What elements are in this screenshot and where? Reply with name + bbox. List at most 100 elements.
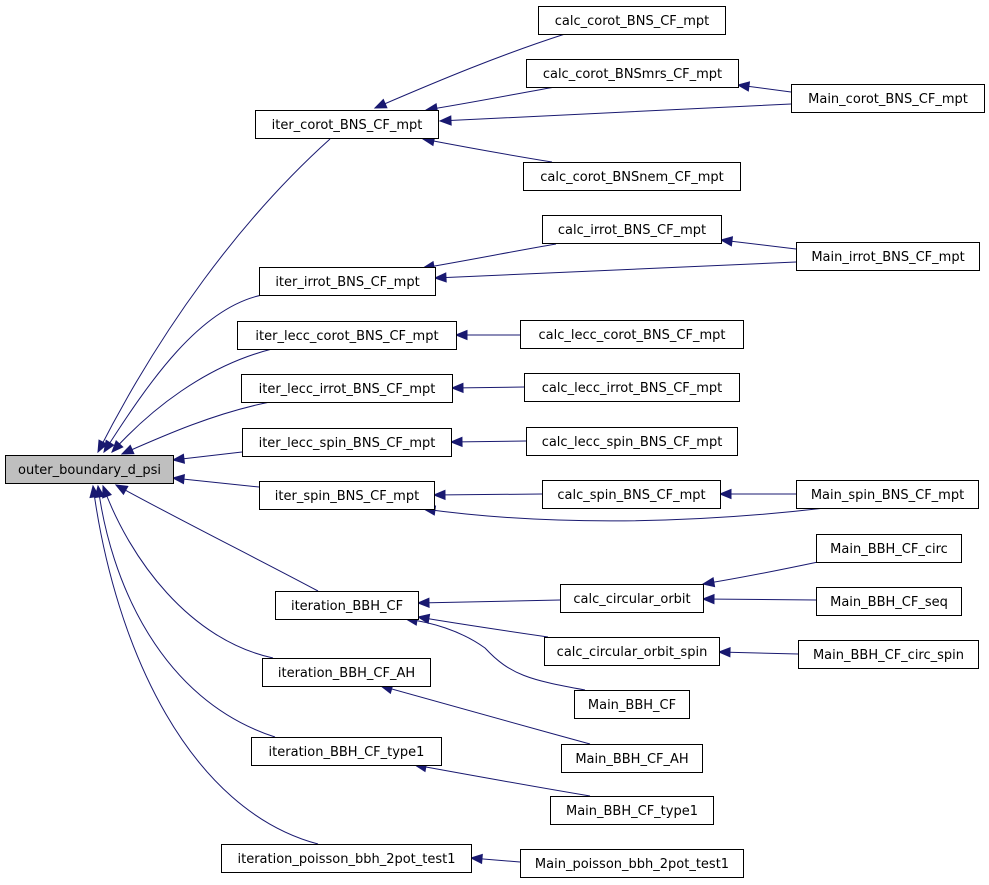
node-box[interactable]	[574, 690, 690, 719]
node-label: Main_BBH_CF	[588, 698, 676, 713]
node-box[interactable]	[798, 640, 979, 669]
node-box[interactable]	[816, 534, 962, 563]
node-box[interactable]	[538, 6, 726, 35]
node-box[interactable]	[242, 428, 452, 457]
node-Main_spin_BNS_CF_mpt[interactable]: Main_spin_BNS_CF_mpt	[796, 480, 979, 509]
edge-line	[374, 33, 566, 109]
node-iter_lecc_irrot_BNS_CF_mpt[interactable]: iter_lecc_irrot_BNS_CF_mpt	[241, 374, 453, 403]
node-label: iter_lecc_spin_BNS_CF_mpt	[259, 436, 436, 451]
node-iteration_BBH_CF[interactable]: iteration_BBH_CF	[275, 591, 419, 620]
node-iter_lecc_corot_BNS_CF_mpt[interactable]: iter_lecc_corot_BNS_CF_mpt	[237, 321, 457, 350]
node-box[interactable]	[520, 849, 744, 878]
node-box[interactable]	[275, 591, 419, 620]
node-box[interactable]	[544, 637, 720, 666]
node-box[interactable]	[255, 110, 439, 139]
node-label: calc_corot_BNSmrs_CF_mpt	[543, 67, 722, 82]
node-iter_irrot_BNS_CF_mpt[interactable]: iter_irrot_BNS_CF_mpt	[259, 267, 436, 296]
node-Main_BBH_CF[interactable]: Main_BBH_CF	[574, 690, 690, 719]
nodes-layer: outer_boundary_d_psi iter_corot_BNS_CF_mp…	[5, 6, 985, 878]
edge-line	[414, 764, 591, 797]
edge-Main_spin_BNS_CF_mpt-to-calc_spin_BNS_CF_mpt	[718, 488, 796, 500]
edge-line	[439, 103, 792, 122]
node-Main_BBH_CF_seq[interactable]: Main_BBH_CF_seq	[816, 587, 962, 616]
arrowhead-icon	[103, 439, 115, 454]
node-calc_corot_BNS_CF_mpt[interactable]: calc_corot_BNS_CF_mpt	[538, 6, 726, 35]
node-Main_BBH_CF_circ[interactable]: Main_BBH_CF_circ	[816, 534, 962, 563]
node-box[interactable]	[550, 796, 714, 825]
node-box[interactable]	[237, 321, 457, 350]
edge-Main_corot_BNS_CF_mpt-to-iter_corot_BNS_CF_mpt	[438, 103, 792, 126]
node-calc_circular_orbit[interactable]: calc_circular_orbit	[560, 584, 704, 613]
edge-line	[103, 294, 263, 453]
node-box[interactable]	[526, 59, 739, 88]
edge-calc_corot_BNS_CF_mpt-to-iter_corot_BNS_CF_mpt	[373, 33, 566, 109]
node-calc_lecc_spin_BNS_CF_mpt[interactable]: calc_lecc_spin_BNS_CF_mpt	[526, 427, 738, 456]
node-iter_lecc_spin_BNS_CF_mpt[interactable]: iter_lecc_spin_BNS_CF_mpt	[242, 428, 452, 457]
node-box[interactable]	[524, 373, 740, 402]
edge-calc_lecc_corot_BNS_CF_mpt-to-iter_lecc_corot_BNS_CF_mpt	[454, 329, 520, 341]
node-calc_corot_BNSnem_CF_mpt[interactable]: calc_corot_BNSnem_CF_mpt	[523, 162, 741, 191]
node-calc_circular_orbit_spin[interactable]: calc_circular_orbit_spin	[544, 637, 720, 666]
node-iteration_BBH_CF_AH[interactable]: iteration_BBH_CF_AH	[262, 658, 431, 687]
node-box[interactable]	[523, 162, 741, 191]
arrowhead-icon	[171, 473, 185, 485]
node-label: iter_spin_BNS_CF_mpt	[275, 489, 419, 504]
node-Main_BBH_CF_circ_spin[interactable]: Main_BBH_CF_circ_spin	[798, 640, 979, 669]
edge-calc_spin_BNS_CF_mpt-to-iter_spin_BNS_CF_mpt	[432, 489, 543, 501]
root-node-box[interactable]	[5, 455, 174, 484]
node-Main_BBH_CF_AH[interactable]: Main_BBH_CF_AH	[561, 744, 703, 773]
node-iter_spin_BNS_CF_mpt[interactable]: iter_spin_BNS_CF_mpt	[259, 481, 435, 510]
node-box[interactable]	[796, 480, 979, 509]
node-box[interactable]	[560, 584, 704, 613]
node-box[interactable]	[816, 587, 962, 616]
arrowhead-icon	[433, 272, 447, 283]
node-iteration_BBH_CF_type1[interactable]: iteration_BBH_CF_type1	[251, 737, 442, 766]
node-iteration_poisson_bbh_2pot_test1[interactable]: iteration_poisson_bbh_2pot_test1	[221, 844, 472, 873]
node-box[interactable]	[259, 481, 435, 510]
edge-Main_BBH_CF_circ-to-calc_circular_orbit	[701, 561, 819, 588]
node-label: Main_spin_BNS_CF_mpt	[811, 488, 964, 503]
node-box[interactable]	[520, 320, 744, 349]
node-box[interactable]	[259, 267, 436, 296]
node-label: calc_circular_orbit	[573, 592, 690, 607]
node-box[interactable]	[221, 844, 472, 873]
node-box[interactable]	[796, 242, 980, 271]
node-label: iteration_poisson_bbh_2pot_test1	[237, 852, 455, 867]
edge-line	[102, 485, 274, 659]
arrowhead-icon	[120, 444, 135, 455]
node-calc_corot_BNSmrs_CF_mpt[interactable]: calc_corot_BNSmrs_CF_mpt	[526, 59, 739, 88]
node-box[interactable]	[542, 480, 721, 509]
edge-line	[422, 243, 557, 269]
node-Main_BBH_CF_type1[interactable]: Main_BBH_CF_type1	[550, 796, 714, 825]
node-label: calc_spin_BNS_CF_mpt	[557, 488, 705, 503]
node-box[interactable]	[542, 215, 722, 244]
arrowhead-icon	[97, 439, 108, 454]
edges-layer	[89, 33, 826, 865]
node-box[interactable]	[526, 427, 738, 456]
node-calc_lecc_corot_BNS_CF_mpt[interactable]: calc_lecc_corot_BNS_CF_mpt	[520, 320, 744, 349]
node-label: calc_circular_orbit_spin	[557, 645, 708, 660]
node-Main_corot_BNS_CF_mpt[interactable]: Main_corot_BNS_CF_mpt	[791, 84, 985, 113]
edge-line	[97, 485, 276, 738]
node-Main_irrot_BNS_CF_mpt[interactable]: Main_irrot_BNS_CF_mpt	[796, 242, 980, 271]
node-box[interactable]	[262, 658, 431, 687]
edge-line	[423, 507, 826, 522]
node-label: iter_lecc_irrot_BNS_CF_mpt	[259, 382, 436, 397]
node-calc_irrot_BNS_CF_mpt[interactable]: calc_irrot_BNS_CF_mpt	[542, 215, 722, 244]
node-Main_poisson_bbh_2pot_test1[interactable]: Main_poisson_bbh_2pot_test1	[520, 849, 744, 878]
node-calc_spin_BNS_CF_mpt[interactable]: calc_spin_BNS_CF_mpt	[542, 480, 721, 509]
node-label: Main_BBH_CF_AH	[575, 752, 688, 767]
node-label: calc_corot_BNSnem_CF_mpt	[540, 170, 723, 185]
node-calc_lecc_irrot_BNS_CF_mpt[interactable]: calc_lecc_irrot_BNS_CF_mpt	[524, 373, 740, 402]
node-iter_corot_BNS_CF_mpt[interactable]: iter_corot_BNS_CF_mpt	[255, 110, 439, 139]
arrowhead-icon	[438, 115, 452, 126]
node-box[interactable]	[791, 84, 985, 113]
node-outer_boundary_d_psi[interactable]: outer_boundary_d_psi	[5, 455, 174, 484]
edge-Main_BBH_CF_circ_spin-to-calc_circular_orbit_spin	[717, 647, 799, 658]
node-label: Main_corot_BNS_CF_mpt	[808, 92, 968, 107]
node-label: calc_corot_BNS_CF_mpt	[555, 14, 710, 29]
node-box[interactable]	[241, 374, 453, 403]
edge-line	[111, 348, 273, 453]
node-box[interactable]	[251, 737, 442, 766]
node-box[interactable]	[561, 744, 703, 773]
